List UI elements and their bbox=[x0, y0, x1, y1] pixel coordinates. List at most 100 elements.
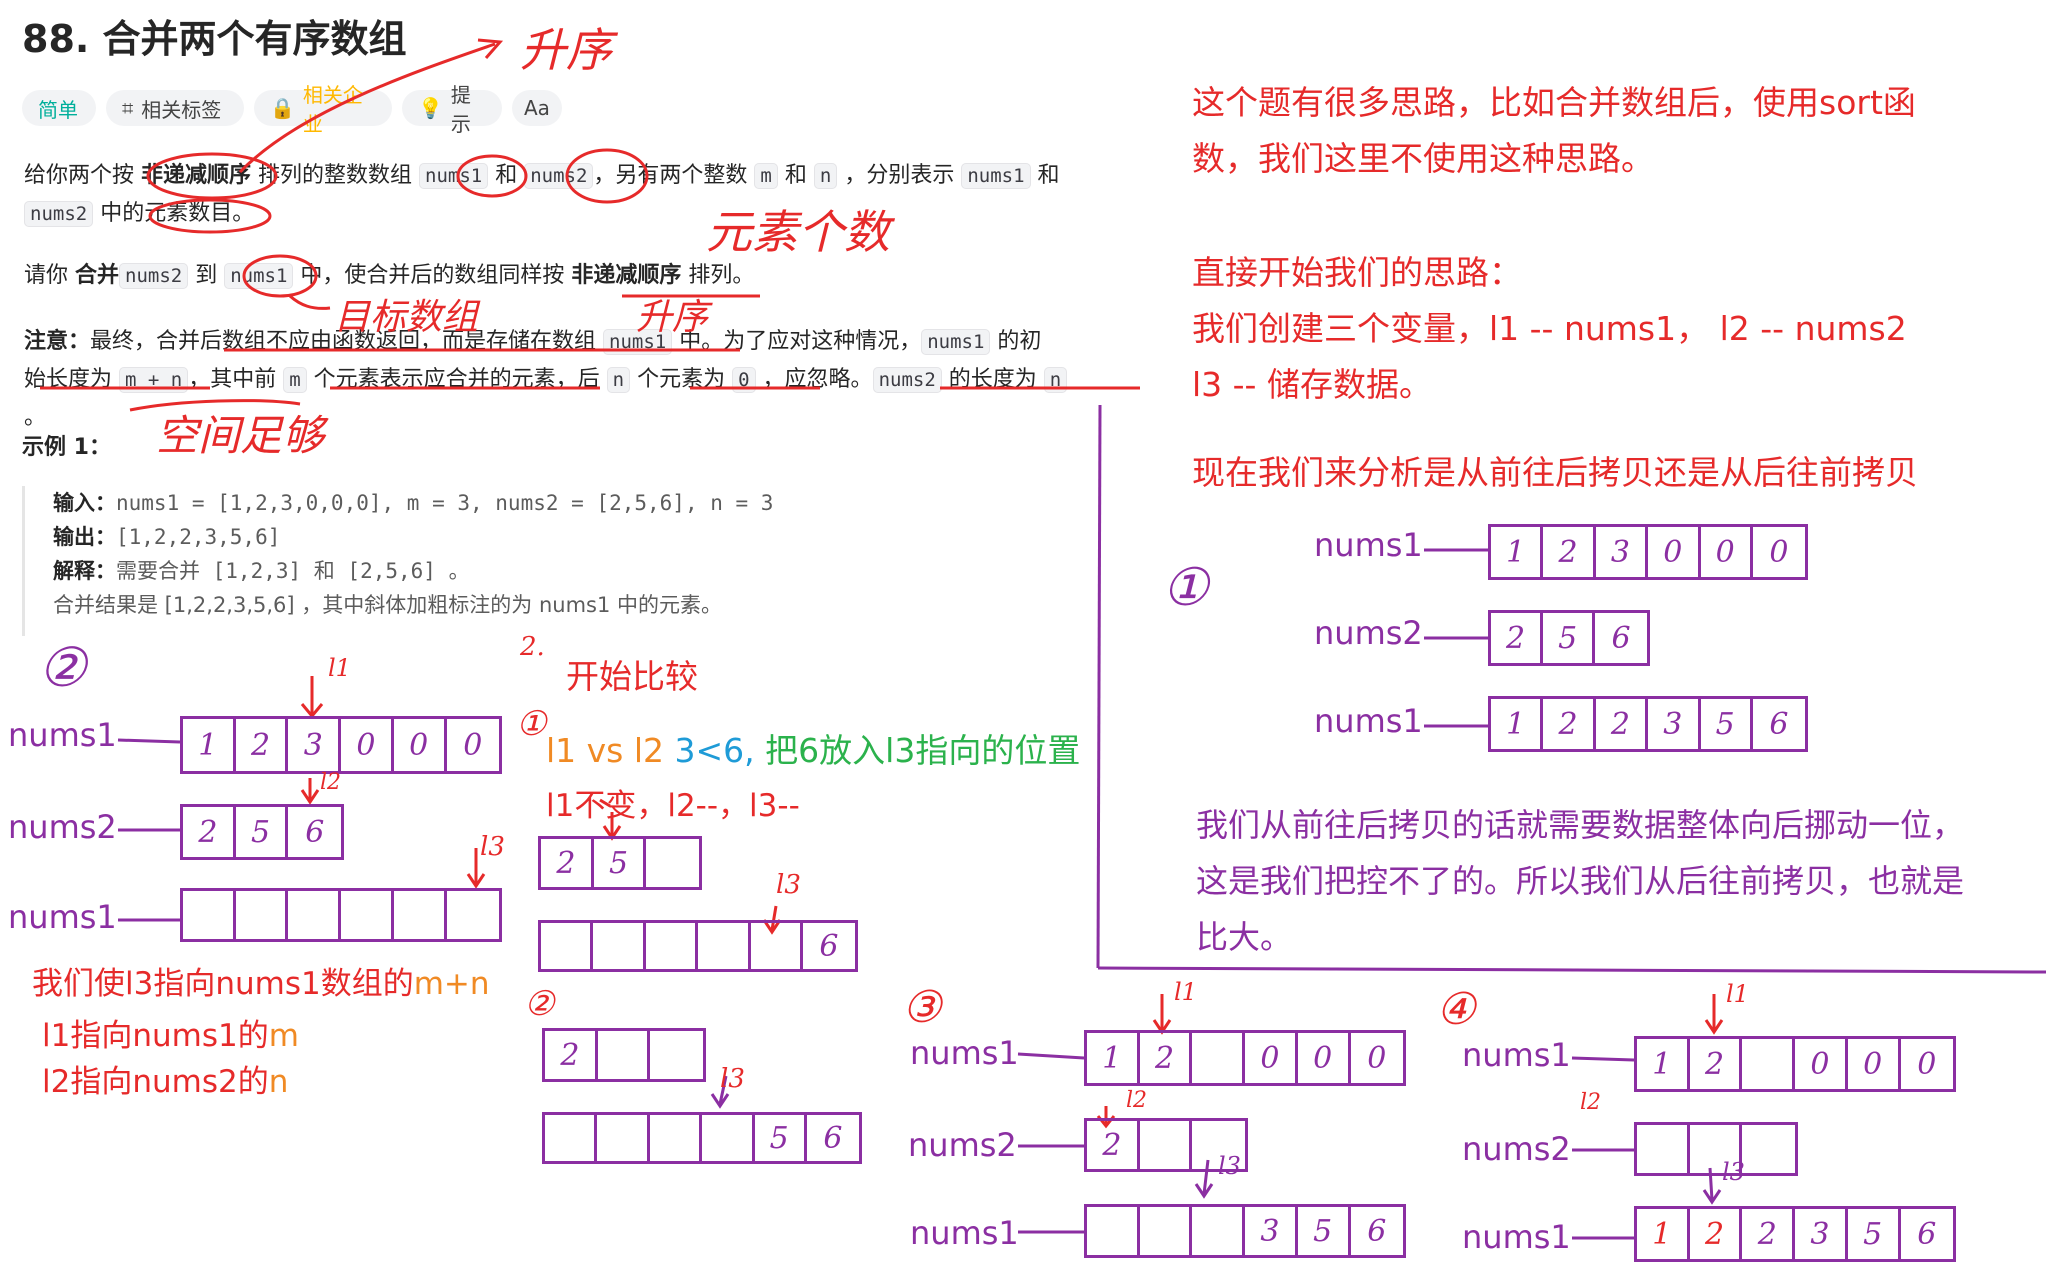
description-paragraph-3c: 。 bbox=[24, 405, 47, 430]
array-nums1-substep1: 6 bbox=[538, 920, 858, 972]
label-nums1: nums1 bbox=[8, 898, 117, 936]
input-label: 输入： bbox=[53, 491, 116, 515]
label-nums1: nums1 bbox=[8, 716, 117, 754]
label-nums2: nums2 bbox=[8, 808, 117, 846]
example-title: 示例 1： bbox=[22, 435, 111, 460]
compare-line: l1 vs l2 3<6, 把6放入l3指向的位置 bbox=[546, 724, 1080, 772]
description-paragraph-1b: nums2 中的元素数目。 bbox=[24, 196, 254, 232]
explain-value: 需要合并 [1,2,3] 和 [2,5,6] 。 bbox=[116, 559, 470, 583]
substep-2-marker: ② bbox=[524, 984, 555, 1024]
pointer-l1-label-3: l1 bbox=[1174, 978, 1197, 1006]
hint-label: 提示 bbox=[450, 83, 471, 136]
example-input-row: 输入：nums1 = [1,2,3,0,0,0], m = 3, nums2 =… bbox=[53, 486, 1082, 520]
pointer-l1-note: l1指向nums1的m bbox=[42, 1010, 299, 1055]
note-line-4: 我们创建三个变量，l1 -- nums1， l2 -- nums2 bbox=[1192, 309, 1907, 348]
example-result-row: 合并结果是 [1,2,2,3,5,6] ，其中斜体加粗标注的为 nums1 中的… bbox=[53, 588, 1082, 622]
label-nums1: nums1 bbox=[910, 1034, 1019, 1072]
inline-code: nums2 bbox=[524, 163, 594, 189]
text: 排列的整数数组 bbox=[251, 163, 420, 188]
pointer-l2-n: n bbox=[268, 1064, 289, 1100]
pointer-l2-text: l2指向nums2的 bbox=[42, 1064, 269, 1100]
step-number-2: 2. bbox=[520, 632, 545, 662]
note-label: 注意： bbox=[24, 329, 91, 354]
description-paragraph-3: 注意：最终，合并后数组不应由函数返回，而是存储在数组 nums1 中。为了应对这… bbox=[24, 324, 1041, 360]
array-nums2-substep2: 2 bbox=[542, 1028, 706, 1082]
annotation-enough-space: 空间足够 bbox=[156, 411, 325, 460]
hint-button[interactable]: 💡 提示 bbox=[402, 83, 502, 136]
difficulty-label: 简单 bbox=[38, 97, 78, 122]
text: 和 bbox=[777, 163, 814, 188]
result-value: 合并结果是 [1,2,2,3,5,6] ，其中斜体加粗标注的为 nums1 中的… bbox=[53, 593, 723, 617]
note-line-5: l3 -- 储存数据。 bbox=[1192, 365, 1432, 404]
text: 到 bbox=[188, 263, 225, 288]
pointer-l3-label-4: l3 bbox=[1218, 1152, 1241, 1180]
note-line-7: 我们从前往后拷贝的话就需要数据整体向后挪动一位， bbox=[1196, 806, 1965, 844]
related-companies-button[interactable]: 🔒相关企业 bbox=[254, 83, 392, 136]
explain-label: 解释： bbox=[53, 559, 116, 583]
pointer-l2-label: l2 bbox=[320, 770, 342, 795]
note-line-2: 数，我们这里不使用这种思路。 bbox=[1192, 139, 1654, 178]
pointer-l1-label-4: l1 bbox=[1726, 980, 1749, 1008]
compare-result: 3<6, bbox=[674, 731, 755, 770]
label-nums2: nums2 bbox=[1314, 614, 1423, 652]
inline-code: m bbox=[754, 163, 778, 189]
lightbulb-icon: 💡 bbox=[418, 96, 443, 120]
array-nums2-step3: 2 bbox=[1084, 1118, 1248, 1172]
text: 给你两个按 bbox=[24, 163, 141, 188]
start-compare-label: 开始比较 bbox=[566, 657, 698, 696]
inline-code: n bbox=[813, 163, 838, 189]
pointer-l1-label: l1 bbox=[328, 654, 351, 682]
annotation-element-count: 元素个数 bbox=[706, 205, 890, 259]
label-nums1: nums1 bbox=[910, 1214, 1019, 1252]
text: 的初 bbox=[990, 329, 1042, 354]
pointer-l3-label-5: l3 bbox=[1722, 1158, 1745, 1186]
substep-1-marker: ① bbox=[516, 704, 547, 744]
related-tags-button[interactable]: ⌗相关标签 bbox=[106, 90, 244, 126]
pointer-l1-text: l1指向nums1的 bbox=[42, 1018, 269, 1054]
difficulty-badge[interactable]: 简单 bbox=[22, 90, 96, 126]
step-3-marker: ③ bbox=[902, 982, 942, 1033]
l1-vs-l2: l1 vs l2 bbox=[546, 731, 665, 770]
output-value: [1,2,2,3,5,6] bbox=[116, 525, 281, 549]
pointer-l3-mn: m+n bbox=[413, 966, 490, 1002]
note-line-9: 比大。 bbox=[1196, 918, 1293, 956]
text: 和 bbox=[488, 163, 525, 188]
inline-code: nums1 bbox=[419, 163, 489, 189]
inline-code: m bbox=[283, 367, 307, 393]
page-title: 88. 合并两个有序数组 bbox=[22, 17, 407, 61]
pointer-l2-note: l2指向nums2的n bbox=[42, 1056, 288, 1101]
annotation-target-array: 目标数组 bbox=[334, 297, 479, 338]
pointer-l3-label-2: l3 bbox=[776, 870, 801, 900]
font-size-icon: Aa bbox=[524, 96, 550, 120]
example-block: 输入：nums1 = [1,2,3,0,0,0], m = 3, nums2 =… bbox=[22, 486, 1082, 636]
example-output-row: 输出：[1,2,2,3,5,6] bbox=[53, 520, 1082, 554]
step-2-marker: ② bbox=[38, 636, 87, 699]
bold-text: 非递减顺序 bbox=[571, 263, 682, 288]
bold-text: 合并 bbox=[75, 263, 120, 288]
text: ，分别表示 bbox=[837, 163, 962, 188]
array-nums1-empty bbox=[180, 888, 502, 942]
inline-code: nums1 bbox=[921, 329, 991, 355]
pointer-l3-text: 我们使l3指向nums1数组的 bbox=[32, 966, 414, 1002]
text: 中，使合并后的数组同样按 bbox=[293, 263, 572, 288]
inline-code: nums2 bbox=[872, 367, 942, 393]
note-line-3: 直接开始我们的思路： bbox=[1192, 253, 1522, 292]
font-size-button[interactable]: Aa bbox=[512, 90, 562, 126]
annotation-sheng-xu: 升序 bbox=[520, 23, 612, 77]
pointer-l2-label-3: l2 bbox=[1126, 1088, 1148, 1113]
compare-action: 把6放入l3指向的位置 bbox=[765, 731, 1081, 770]
pointer-l3-label-3: l3 bbox=[720, 1064, 745, 1094]
label-nums1-result: nums1 bbox=[1314, 702, 1423, 740]
note-line-1: 这个题有很多思路，比如合并数组后，使用sort函 bbox=[1192, 83, 1916, 122]
description-paragraph-1: 给你两个按 非递减顺序 排列的整数数组 nums1 和 nums2，另有两个整数… bbox=[24, 158, 1060, 194]
